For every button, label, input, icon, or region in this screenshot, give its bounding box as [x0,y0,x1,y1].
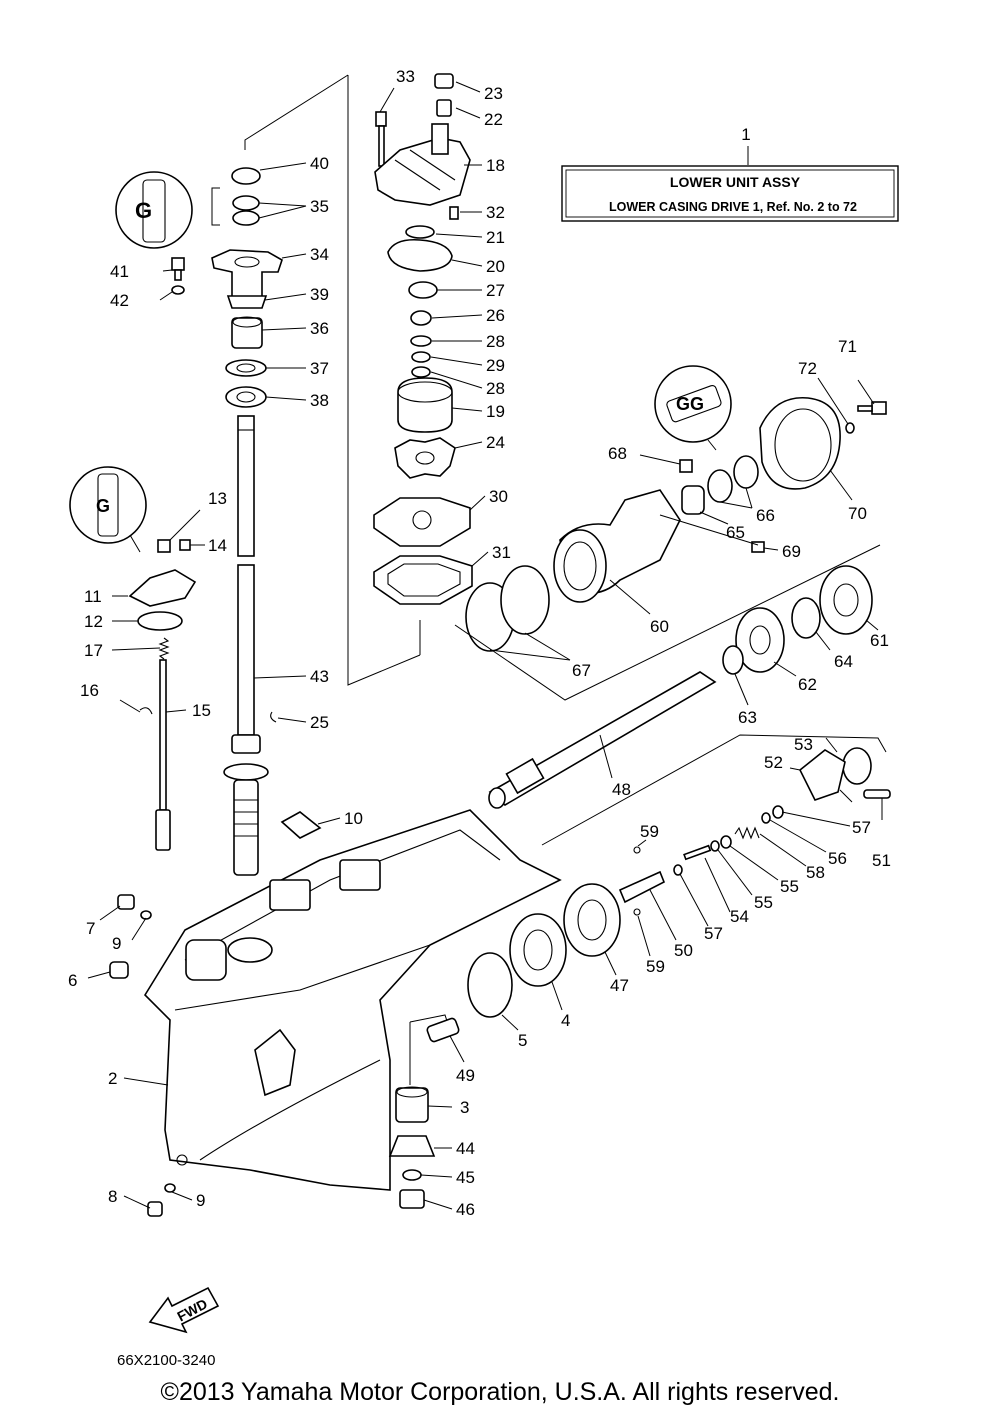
callout-33: 33 [396,67,415,86]
callout-27: 27 [486,281,505,300]
callout-71: 71 [838,337,857,356]
callout-50: 50 [674,941,693,960]
part-code: 66X2100-3240 [117,1352,215,1369]
callout-56: 56 [828,849,847,868]
callout-11: 11 [84,587,102,606]
callout-34: 34 [310,245,329,264]
copyright-notice: ©2013 Yamaha Motor Corporation, U.S.A. A… [160,1378,840,1406]
callout-57: 57 [852,818,871,837]
callout-55: 55 [780,877,799,896]
callout-59: 59 [640,822,659,841]
callout-37: 37 [310,359,329,378]
callout-51: 51 [872,851,891,870]
water-pump-group [347,73,473,686]
callout-10: 10 [344,809,363,828]
callout-16: 16 [80,681,99,700]
callout-20: 20 [486,257,505,276]
callout-13: 13 [208,489,227,508]
callout-58: 58 [806,863,825,882]
callout-60: 60 [650,617,669,636]
callout-23: 23 [484,84,503,103]
svg-text:GG: GG [676,394,704,414]
callout-44: 44 [456,1139,475,1158]
callout-28: 28 [486,332,505,351]
callout-49: 49 [456,1066,475,1085]
callout-14: 14 [208,536,227,555]
callout-32: 32 [486,203,505,222]
callout-64: 64 [834,652,853,671]
callout-67: 67 [572,661,591,680]
prop-shaft-housing-group: GG [454,365,887,701]
callout-57b: 57 [704,924,723,943]
callout-59b: 59 [646,957,665,976]
title-line-1: LOWER UNIT ASSY [670,174,801,190]
callout-68: 68 [608,444,627,463]
svg-text:G: G [96,496,110,516]
pinion-group [388,1014,460,1209]
callout-28b: 28 [486,379,505,398]
title-line-2: LOWER CASING DRIVE 1, Ref. No. 2 to 72 [609,200,857,214]
callout-29: 29 [486,356,505,375]
prop-shaft-group [467,671,891,1018]
callout-45: 45 [456,1168,475,1187]
callout-numbers: 33 23 22 18 32 21 20 27 26 28 29 28 19 2… [68,67,891,1219]
callout-5: 5 [518,1031,527,1050]
callout-7: 7 [86,919,95,938]
callout-65: 65 [726,523,745,542]
callout-43: 43 [310,667,329,686]
callout-6: 6 [68,971,77,990]
shift-rod-group: G [69,466,197,851]
callout-9b: 9 [196,1191,205,1210]
callout-48: 48 [612,780,631,799]
callout-63: 63 [738,708,757,727]
callout-53: 53 [794,735,813,754]
callout-17: 17 [84,641,103,660]
callout-8: 8 [108,1187,117,1206]
fwd-arrow: FWD [148,1286,220,1334]
drive-shaft-group: G [115,74,349,876]
callout-47: 47 [610,976,629,995]
callout-31: 31 [492,543,511,562]
callout-9: 9 [112,934,121,953]
callout-70: 70 [848,504,867,523]
callout-19: 19 [486,402,505,421]
callout-72: 72 [798,359,817,378]
callout-22: 22 [484,110,503,129]
callout-26: 26 [486,306,505,325]
callout-52: 52 [764,753,783,772]
lower-casing [109,809,562,1217]
callout-35: 35 [310,197,329,216]
callout-39: 39 [310,285,329,304]
callout-15: 15 [192,701,211,720]
callout-21: 21 [486,228,505,247]
leader-lines [87,81,883,1210]
callout-2: 2 [108,1069,117,1088]
callout-69: 69 [782,542,801,561]
callout-61: 61 [870,631,889,650]
callout-66: 66 [756,506,775,525]
callout-3: 3 [460,1098,469,1117]
callout-36: 36 [310,319,329,338]
callout-40: 40 [310,154,329,173]
callout-30: 30 [489,487,508,506]
svg-text:G: G [135,198,152,223]
callout-24: 24 [486,433,505,452]
callout-25: 25 [310,713,329,732]
title-ref-number: 1 [741,125,750,144]
callout-42: 42 [110,291,129,310]
callout-46: 46 [456,1200,475,1219]
callout-38: 38 [310,391,329,410]
callout-55b: 55 [754,893,773,912]
callout-12: 12 [84,612,103,631]
callout-54: 54 [730,907,749,926]
title-box: 1 LOWER UNIT ASSY LOWER CASING DRIVE 1, … [561,125,899,222]
callout-4: 4 [561,1011,570,1030]
callout-41: 41 [110,262,129,281]
callout-62: 62 [798,675,817,694]
callout-18: 18 [486,156,505,175]
